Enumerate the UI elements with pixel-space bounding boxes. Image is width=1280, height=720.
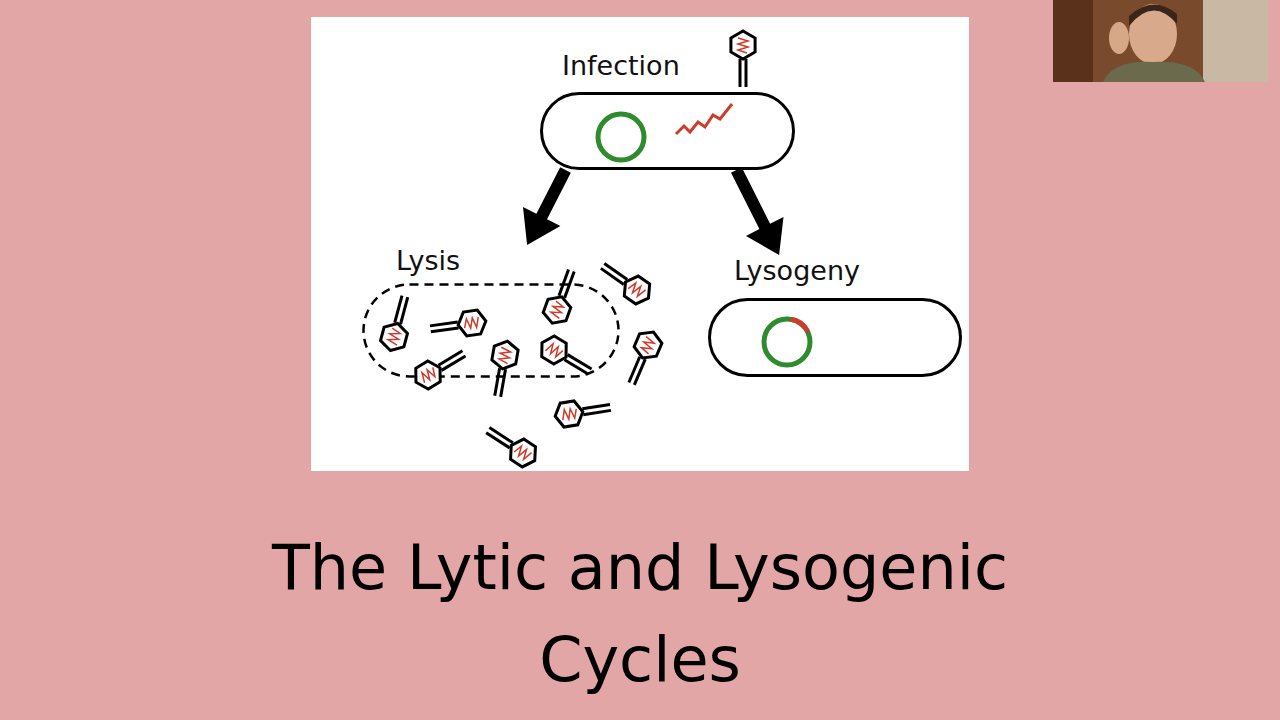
cell-outline: [362, 283, 620, 378]
phage: [379, 293, 417, 353]
cell-outline: [540, 92, 795, 170]
phage: [541, 266, 583, 327]
white-panel: [311, 17, 969, 471]
phage: [536, 332, 596, 382]
lysogenic-cell: Lysogeny: [708, 255, 962, 377]
title-text: The Lytic and Lysogenic Cycles: [272, 531, 1008, 696]
webcam-inset: [1053, 0, 1268, 82]
stage-label: Infection: [562, 50, 680, 82]
pathway-arrow: [731, 167, 784, 255]
phage: [620, 327, 664, 388]
phage: [410, 343, 470, 393]
prophage: [791, 319, 808, 332]
phage-dna: [676, 104, 732, 134]
slide-title: The Lytic and Lysogenic Cycles: [200, 522, 1080, 706]
bacterial-chromosome: [764, 319, 810, 365]
phage: [731, 31, 755, 87]
phage: [486, 339, 520, 398]
infected-cell: Infection: [540, 50, 795, 170]
stage-label: Lysis: [396, 245, 460, 277]
pathway-arrow: [523, 167, 571, 245]
stage-label: Lysogeny: [734, 255, 860, 287]
cell-outline: [708, 298, 962, 377]
phage: [596, 256, 656, 308]
lysed-cell: Lysis: [362, 245, 620, 378]
phage: [429, 309, 488, 341]
phage: [553, 395, 612, 428]
phage: [481, 420, 541, 471]
bacterial-chromosome: [598, 114, 644, 160]
